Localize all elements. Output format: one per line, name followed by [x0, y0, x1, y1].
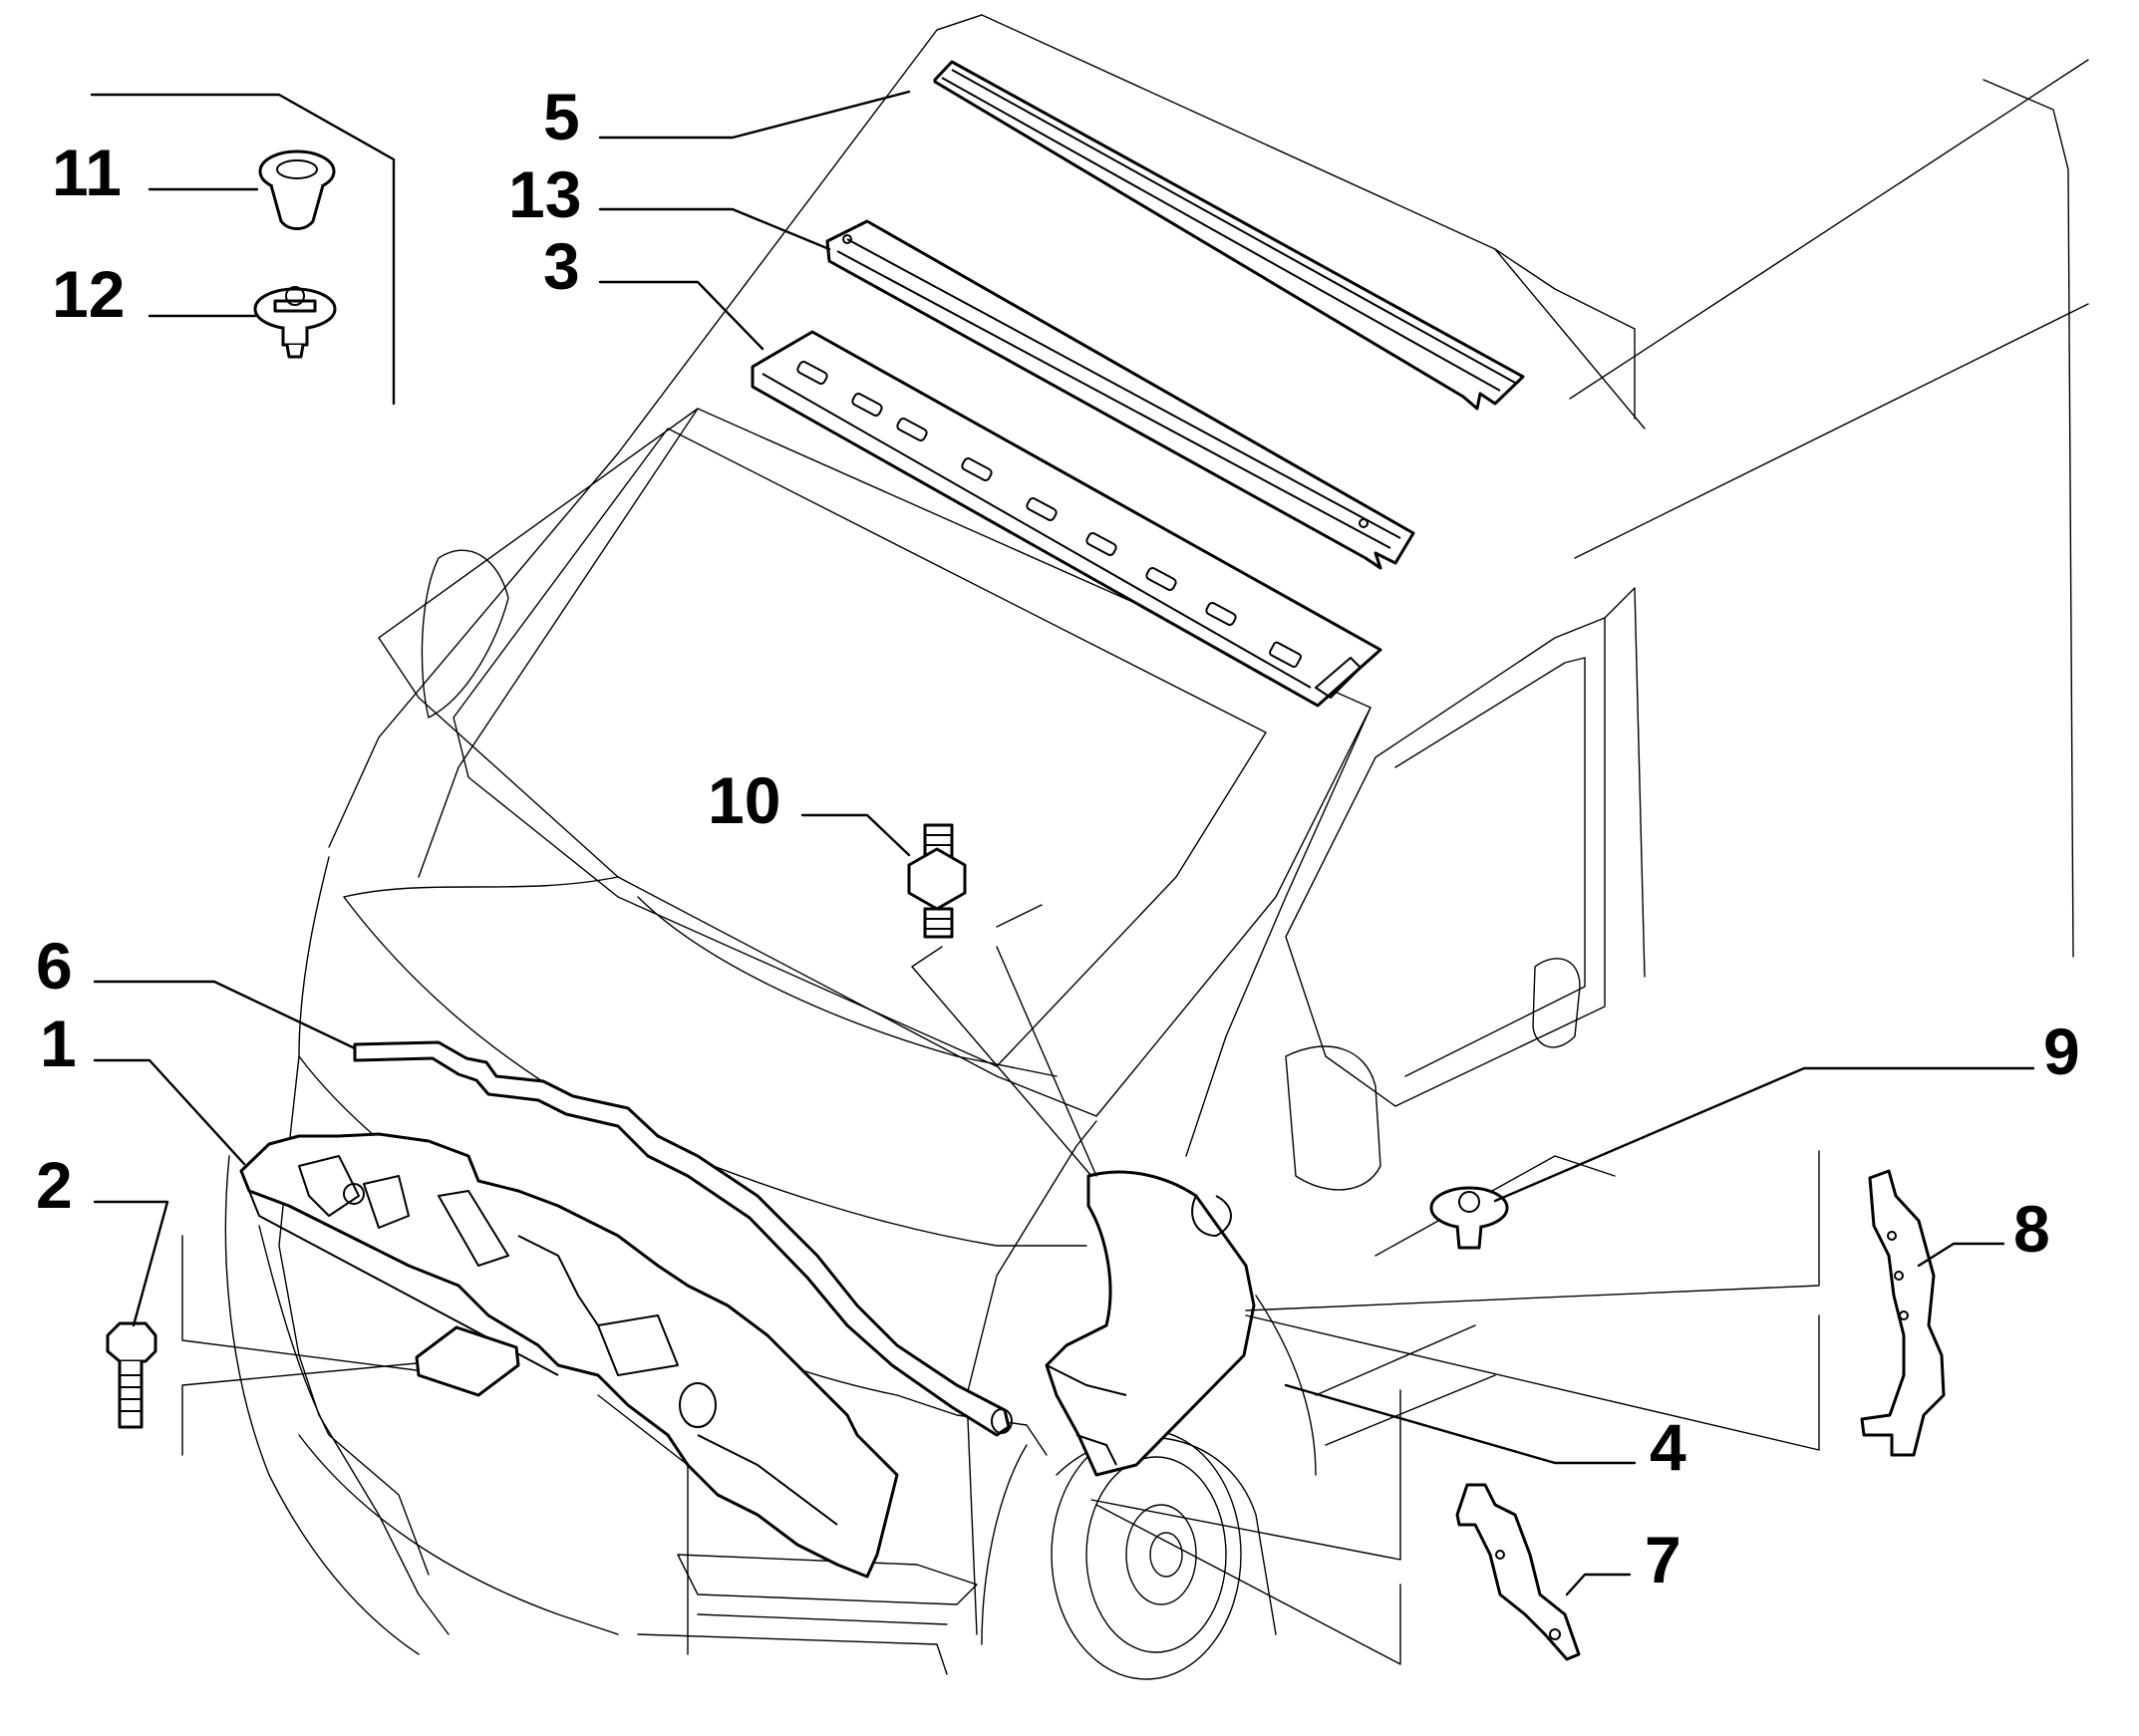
callout-11: 11: [52, 136, 122, 209]
callout-numbers: 5 13 3 11 12 10 6 1 2 9 8 4 7: [36, 80, 2080, 1596]
part-4-fender-liner: [1045, 1170, 1256, 1477]
part-1-front-crossmember: [239, 1132, 899, 1579]
callout-3: 3: [543, 229, 580, 303]
part-7-bracket: [1455, 1483, 1581, 1661]
part-10-stud-bolt: [907, 823, 967, 939]
leader-lines: [90, 90, 2035, 1665]
part-1-lower-tab: [415, 1325, 520, 1397]
callout-9: 9: [2043, 1014, 2080, 1088]
callout-8: 8: [2013, 1192, 2050, 1266]
part-2-bolt: [106, 1321, 157, 1429]
callout-7: 7: [1645, 1523, 1681, 1596]
callout-4: 4: [1650, 1410, 1686, 1484]
part-9-clip: [1429, 1186, 1509, 1250]
callout-2: 2: [36, 1148, 73, 1222]
part-11-push-clip: [258, 149, 336, 230]
part-8-bracket: [1860, 1169, 1946, 1457]
part-12-screw-washer: [253, 286, 337, 359]
callout-10: 10: [708, 763, 780, 837]
callout-1: 1: [40, 1007, 77, 1080]
callout-13: 13: [508, 157, 581, 231]
part-13-roof-crossmember: [825, 219, 1415, 570]
callout-12: 12: [52, 257, 125, 331]
part-6-seal-strip: [353, 1040, 1013, 1437]
part-5-roof-rail: [933, 60, 1525, 411]
callout-5: 5: [543, 80, 580, 153]
callout-6: 6: [36, 929, 73, 1003]
van-body-outline: [224, 14, 2089, 1680]
part-3-header-panel: [751, 330, 1382, 708]
